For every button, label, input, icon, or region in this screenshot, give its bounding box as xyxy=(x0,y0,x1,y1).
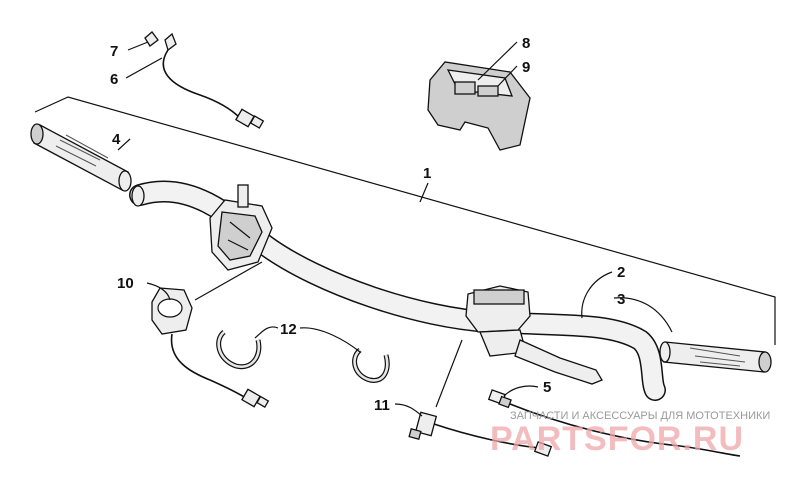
callout-10: 10 xyxy=(117,275,134,292)
callout-1: 1 xyxy=(423,165,431,182)
callout-9: 9 xyxy=(522,59,530,76)
throttle-sensor-harness xyxy=(408,339,553,457)
watermark-tagline: ЗАПЧАСТИ И АКСЕССУАРЫ ДЛЯ МОТОТЕХНИКИ xyxy=(510,410,770,422)
callout-2: 2 xyxy=(617,264,625,281)
right-grip xyxy=(659,341,772,373)
callout-11: 11 xyxy=(374,397,390,414)
heater-wire-right xyxy=(487,389,741,457)
callout-4: 4 xyxy=(112,131,121,148)
brake-master-cylinder xyxy=(465,285,603,385)
heater-wire-left xyxy=(144,31,265,129)
callout-5: 5 xyxy=(543,379,551,396)
callout-6: 6 xyxy=(110,71,118,88)
left-grip xyxy=(30,123,132,192)
throttle-housing xyxy=(427,61,531,151)
watermark: ЗАПЧАСТИ И АКСЕССУАРЫ ДЛЯ МОТОТЕХНИКИ PA… xyxy=(490,410,770,458)
callout-7: 7 xyxy=(110,43,118,60)
callout-8: 8 xyxy=(522,35,530,52)
retaining-clips xyxy=(216,330,390,383)
heater-switch xyxy=(151,287,270,408)
callout-labels: 1 2 3 4 5 6 7 8 9 10 11 12 xyxy=(110,35,625,414)
callout-12: 12 xyxy=(280,321,297,338)
leader-lines xyxy=(117,41,673,417)
assembly-bracket-line xyxy=(34,96,776,345)
callout-3: 3 xyxy=(617,291,625,308)
watermark-logo: PARTSFOR.RU xyxy=(490,420,744,458)
handlebar-clamp xyxy=(194,184,273,301)
